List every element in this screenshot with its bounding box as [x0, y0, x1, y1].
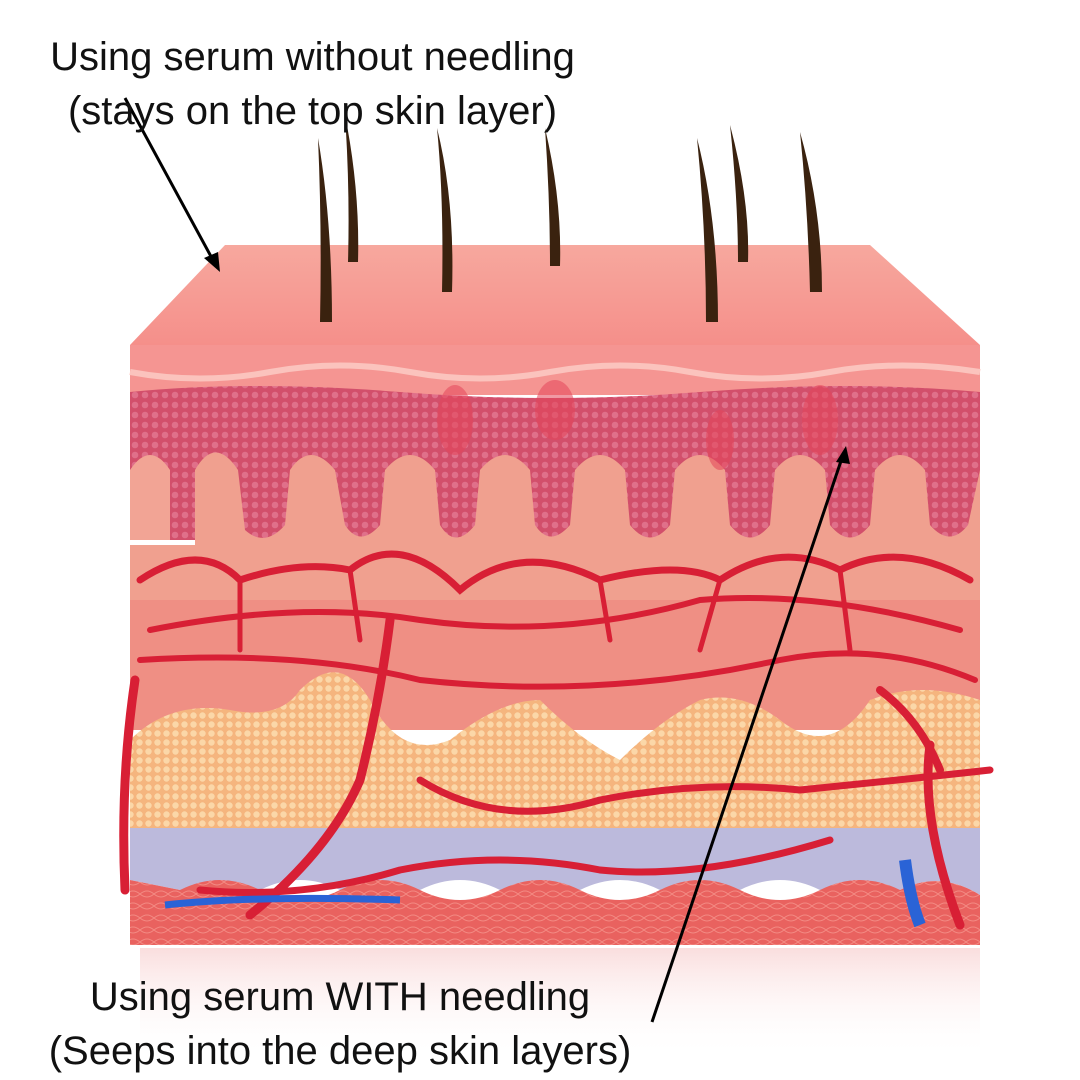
caption-top-line2: (stays on the top skin layer): [67, 89, 558, 133]
caption-bottom-line2: (Seeps into the deep skin layers): [48, 1029, 632, 1073]
skin-surface-top: [130, 245, 980, 345]
arrow-deep: [650, 446, 850, 1023]
floor-reflection: [140, 948, 980, 1058]
hair-strands: [318, 115, 822, 322]
vein: [164, 894, 401, 909]
vein-end: [899, 859, 926, 928]
caption-top-line1: Using serum without needling: [50, 35, 575, 79]
caption-without-needling: Using serum without needling (stays on t…: [0, 30, 625, 138]
stratum-cell-layer: [130, 386, 980, 540]
arrow-surface: [123, 97, 220, 272]
caption-bottom-line1: Using serum WITH needling: [89, 975, 591, 1019]
blood-vessels: [119, 550, 994, 930]
caption-with-needling: Using serum WITH needling (Seeps into th…: [40, 970, 640, 1078]
hair-follicles: [437, 380, 838, 470]
